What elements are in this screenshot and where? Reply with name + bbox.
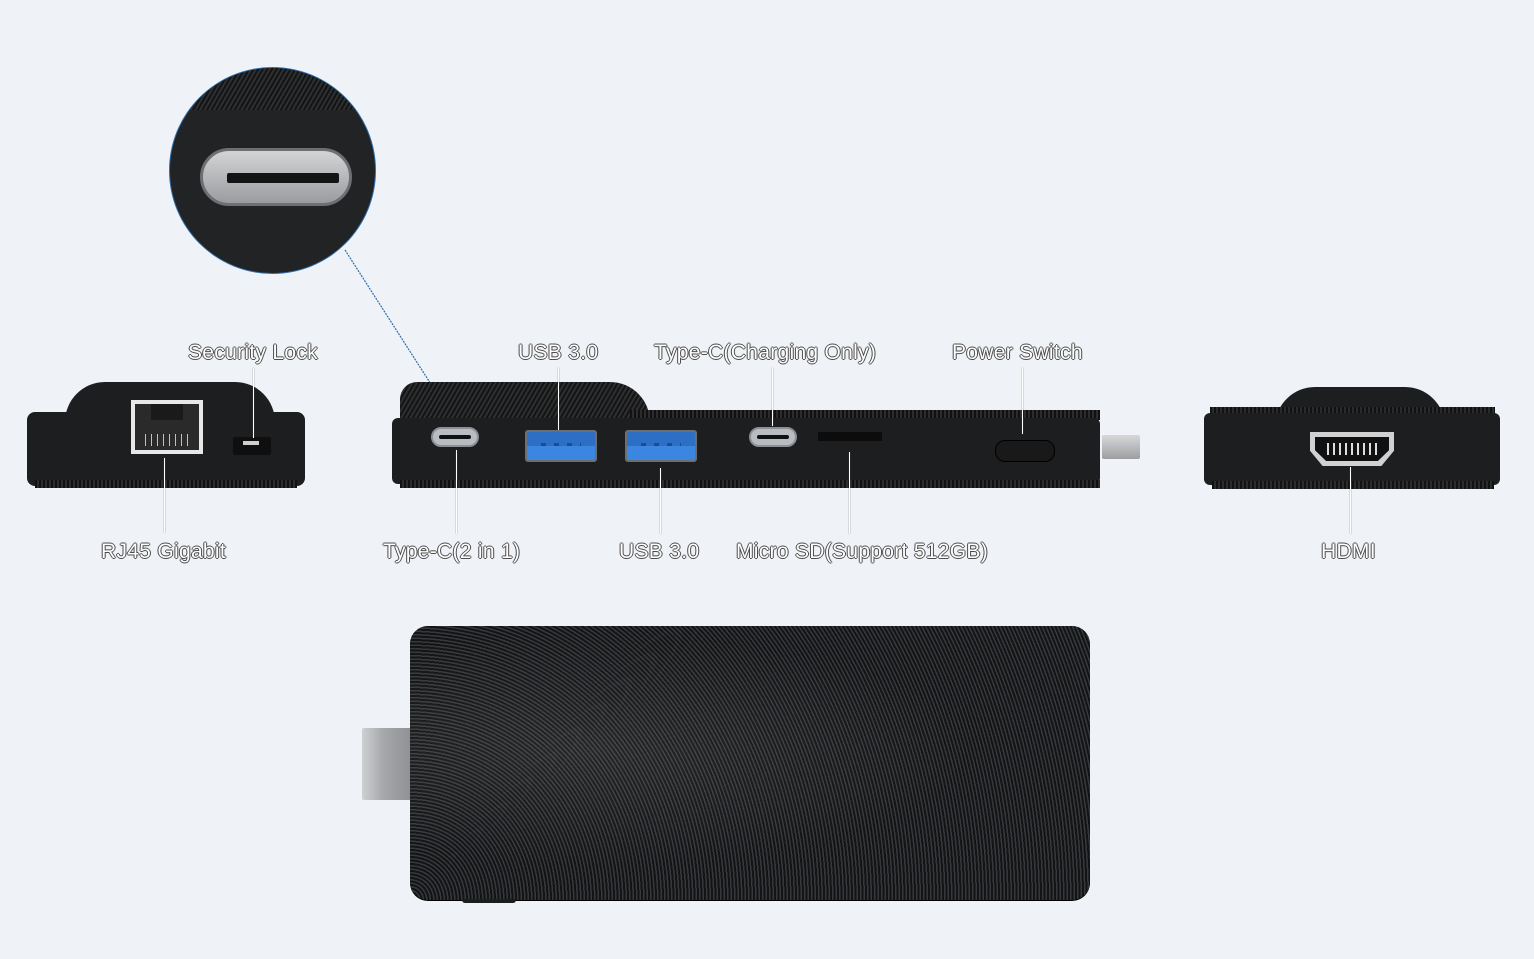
rj45-port-icon [131, 400, 203, 454]
type-c-charging-port-icon [749, 427, 797, 447]
usb3-port-1-icon [525, 430, 597, 462]
usb3-bottom-leader [660, 468, 661, 534]
micro-sd-label: Micro SD(Support 512GB) [736, 540, 988, 563]
hdmi-port-icon [1310, 432, 1394, 466]
hdmi-label: HDMI [1321, 540, 1376, 563]
top-view-hdmi-connector-icon [362, 728, 414, 800]
security-lock-leader [253, 368, 254, 438]
callout-type-c-port-icon [200, 148, 352, 206]
rj45-gigabit-label: RJ45 Gigabit [101, 540, 226, 563]
security-lock-slot-icon [233, 437, 271, 455]
type-c-2in1-leader [456, 450, 457, 534]
power-switch-label: Power Switch [952, 341, 1083, 364]
micro-sd-slot-icon [818, 432, 882, 441]
left-end-view [25, 380, 307, 492]
hdmi-leader [1350, 467, 1351, 534]
usb3-bottom-label: USB 3.0 [619, 540, 700, 563]
top-view-device [410, 626, 1090, 900]
usb3-port-2-icon [625, 430, 697, 462]
usb3-top-leader [558, 368, 559, 430]
security-lock-label: Security Lock [188, 341, 318, 364]
rj45-leader [164, 458, 165, 533]
hdmi-plug-icon [1102, 435, 1140, 459]
usb3-top-label: USB 3.0 [518, 341, 599, 364]
type-c-zoom-callout [170, 68, 375, 273]
concentric-ridge-pattern [410, 626, 1090, 900]
power-switch-leader [1022, 368, 1023, 434]
power-switch-button [995, 440, 1055, 462]
type-c-2in1-label: Type-C(2 in 1) [383, 540, 521, 563]
side-view [390, 380, 1150, 492]
right-end-view [1200, 385, 1505, 495]
type-c-charging-label: Type-C(Charging Only) [654, 341, 877, 364]
type-c-charging-leader [772, 368, 773, 426]
callout-ridges [170, 68, 375, 110]
type-c-2in1-port-icon [431, 427, 479, 447]
top-view-side-button [462, 899, 516, 903]
micro-sd-leader [849, 452, 850, 534]
